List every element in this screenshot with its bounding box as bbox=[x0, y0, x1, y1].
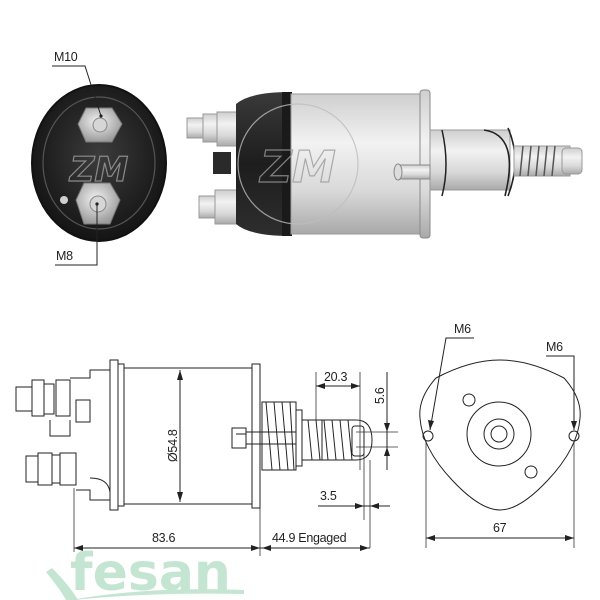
photo-side-view: ZM bbox=[186, 89, 583, 239]
drawing-flange-view: M6 M6 67 bbox=[419, 322, 581, 548]
end-view-logo: ZM bbox=[69, 150, 129, 190]
hole-left-label: M6 bbox=[454, 322, 471, 336]
stroke-dimension: 3.5 bbox=[320, 489, 337, 503]
hole-spacing-dimension: 67 bbox=[493, 521, 507, 535]
drawing-side-view: Ø54.8 20.3 5.6 3.5 83.6 44.9 Engage bbox=[15, 359, 398, 556]
end-view-label-m10: M10 bbox=[54, 50, 78, 64]
top-terminal-nut bbox=[77, 107, 123, 143]
photo-end-view: ZM M10 M8 bbox=[31, 50, 167, 266]
length-dimension: 83.6 bbox=[152, 531, 175, 545]
end-view-label-m8: M8 bbox=[56, 249, 73, 263]
side-view-logo: ZM bbox=[258, 142, 336, 193]
spring-length-dimension: 20.3 bbox=[324, 370, 347, 384]
pin-height-dimension: 5.6 bbox=[373, 387, 387, 404]
engaged-length-dimension: 44.9 Engaged bbox=[272, 531, 347, 545]
diameter-dimension: Ø54.8 bbox=[166, 429, 180, 462]
fesan-watermark: fesan bbox=[46, 543, 244, 600]
hole-right-label: M6 bbox=[546, 340, 563, 354]
